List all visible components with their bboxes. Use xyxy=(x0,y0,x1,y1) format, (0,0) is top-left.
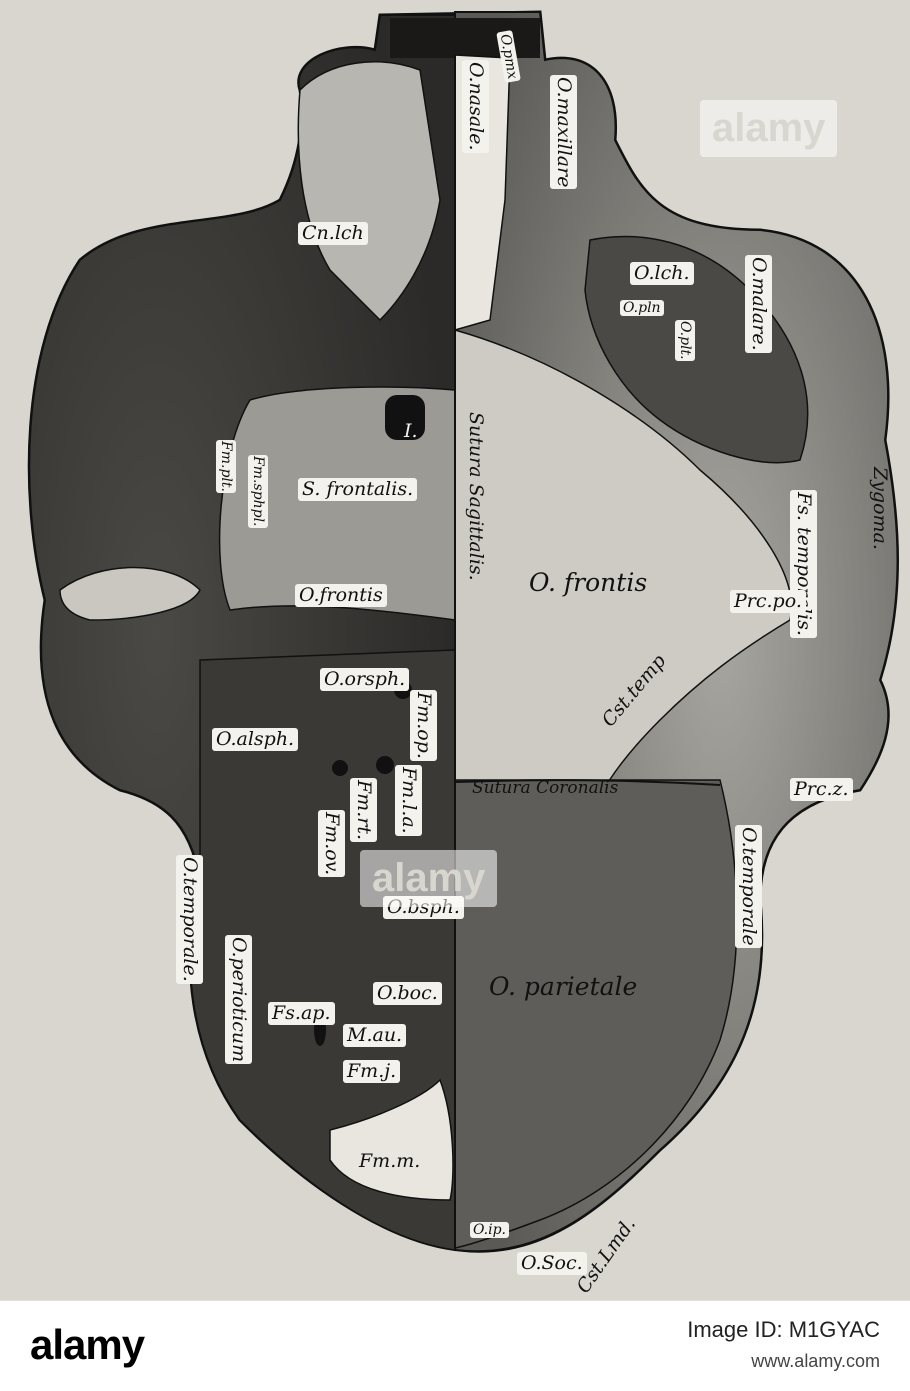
left-orbit xyxy=(218,386,456,621)
label-s-frontalis: S. frontalis. xyxy=(298,478,418,501)
label-fm-m: Fm.m. xyxy=(359,1150,421,1172)
snout-notch xyxy=(390,18,540,58)
label-o-boc: O.boc. xyxy=(373,982,442,1005)
label-o-soc: O.Soc. xyxy=(517,1252,587,1275)
label-o-parietale: O. parietale xyxy=(489,972,638,1001)
skull-diagram: O.pmx O.nasale. O.maxillare Cn.lch O.lch… xyxy=(0,0,910,1300)
foramen-dot xyxy=(332,760,348,776)
watermark-top-right: alamy xyxy=(700,100,838,157)
label-I: I. xyxy=(404,420,418,442)
label-o-orsph: O.orsph. xyxy=(320,668,410,691)
label-fs-temporalis: Fs. temporalis. xyxy=(790,490,817,638)
label-o-frontis-right: O. frontis xyxy=(529,568,648,597)
stock-footer: alamy Image ID: M1GYAC www.alamy.com xyxy=(0,1300,910,1391)
watermark-text: alamy xyxy=(360,850,498,907)
label-cn-lch: Cn.lch xyxy=(298,222,368,245)
label-fm-j: Fm.j. xyxy=(343,1060,401,1083)
label-fm-rt: Fm.rt. xyxy=(350,778,377,842)
label-o-perioticum: O.perioticum xyxy=(225,935,252,1065)
label-zygoma: Zygoma. xyxy=(869,467,891,550)
label-fm-la: Fm.l.a. xyxy=(395,765,422,836)
label-sutura-sagittalis: Sutura Sagittalis. xyxy=(465,412,487,581)
label-o-nasale: O.nasale. xyxy=(462,60,489,153)
label-o-malare: O.malare. xyxy=(745,255,772,353)
label-o-maxillare: O.maxillare xyxy=(550,75,577,190)
label-sutura-coronalis: Sutura Coronalis xyxy=(472,778,619,798)
label-fm-plt: Fm.plt. xyxy=(216,440,236,493)
label-fm-sphpl: Fm.sphpl. xyxy=(248,455,268,528)
label-o-ip: O.ip. xyxy=(470,1222,509,1238)
label-fm-ov: Fm.ov. xyxy=(318,810,345,878)
coronal-suture xyxy=(454,779,721,786)
label-prc-po: Prc.po. xyxy=(730,590,806,613)
label-o-plt: O.plt. xyxy=(675,320,695,361)
foramen-dot xyxy=(376,756,394,774)
label-o-pln: O.pln xyxy=(620,300,664,316)
label-o-frontis-left: O.frontis xyxy=(295,584,387,607)
watermark-center: alamy xyxy=(360,850,498,907)
label-o-alsph: O.alsph. xyxy=(212,728,299,751)
site-url[interactable]: www.alamy.com xyxy=(751,1351,880,1371)
left-zygoma-patch xyxy=(59,566,201,621)
label-fs-ap: Fs.ap. xyxy=(268,1002,335,1025)
label-o-lch: O.lch. xyxy=(630,262,694,285)
foramen-magnum xyxy=(329,1078,454,1201)
label-fm-op: Fm.op. xyxy=(410,690,437,761)
alamy-logo[interactable]: alamy xyxy=(30,1321,145,1368)
foramen-I-spot xyxy=(385,395,425,440)
label-o-temporale-left: O.temporale. xyxy=(176,855,203,984)
label-prc-z: Prc.z. xyxy=(790,778,853,801)
skull-illustration xyxy=(27,10,899,1253)
label-o-temporale-right: O.temporale xyxy=(735,825,762,948)
image-id: Image ID: M1GYAC xyxy=(687,1317,880,1342)
label-m-au: M.au. xyxy=(343,1024,407,1047)
watermark-text: alamy xyxy=(700,100,838,157)
left-snout xyxy=(297,61,441,322)
